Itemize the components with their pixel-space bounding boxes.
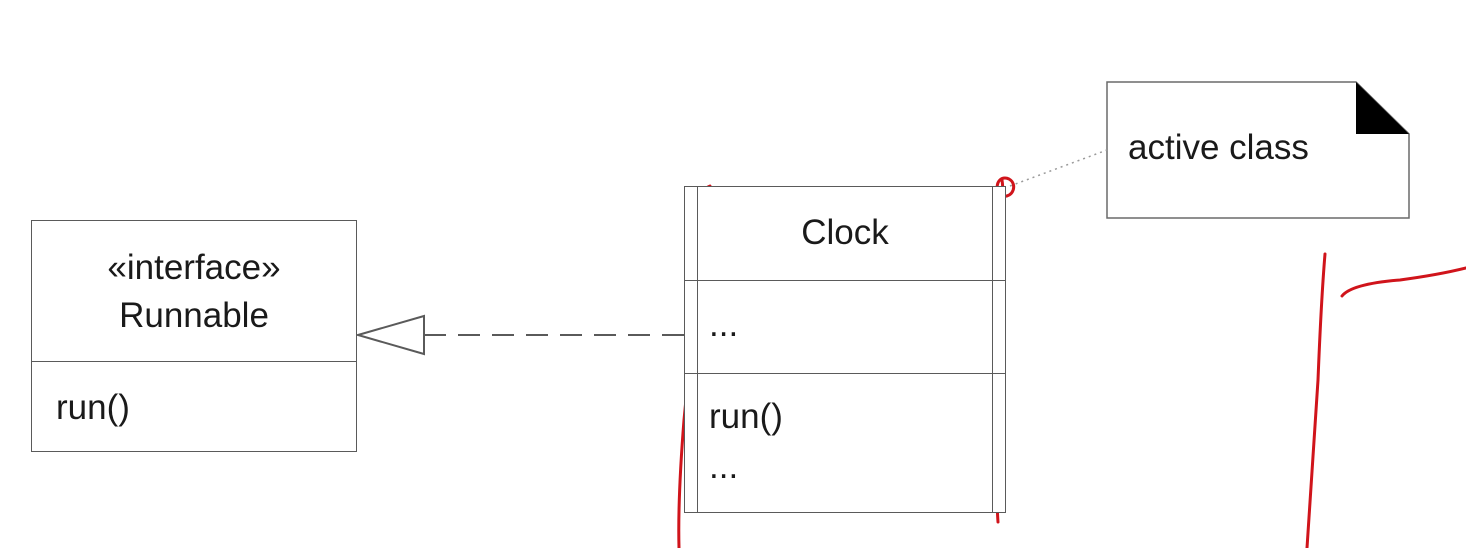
active-class-clock-box[interactable]: Clock ... run() ... [684,186,1006,513]
realization-hollow-arrowhead [354,314,425,356]
class-attributes-compartment: ... [685,281,1005,373]
interface-name: Runnable [119,296,269,335]
active-class-left-bar [697,187,698,512]
active-class-right-bar [992,187,993,512]
class-attribute: ... [709,305,739,344]
red-stroke-far-right [1305,252,1327,548]
interface-runnable-box[interactable]: «interface» Runnable run() [31,220,357,452]
class-operation: ... [709,447,739,486]
red-stroke-hook [1340,266,1466,298]
class-divider-2 [685,373,1005,374]
note-anchor-dotted-line [1009,149,1108,187]
interface-compartment-divider [32,361,356,362]
note-text: active class [1128,128,1309,167]
interface-stereotype: «interface» [107,248,281,287]
red-anchor-circle [995,176,1016,198]
class-operation: run() [709,397,783,436]
class-name-compartment: Clock [685,187,1005,280]
interface-operation: run() [56,388,130,427]
interface-name-compartment: «interface» Runnable [32,221,356,361]
interface-operations-compartment: run() [32,362,356,452]
class-operations-compartment: run() ... [685,374,1005,512]
class-name: Clock [801,213,889,252]
note-shape [1106,81,1410,219]
class-divider-1 [685,280,1005,281]
note-folded-corner [1356,82,1409,134]
